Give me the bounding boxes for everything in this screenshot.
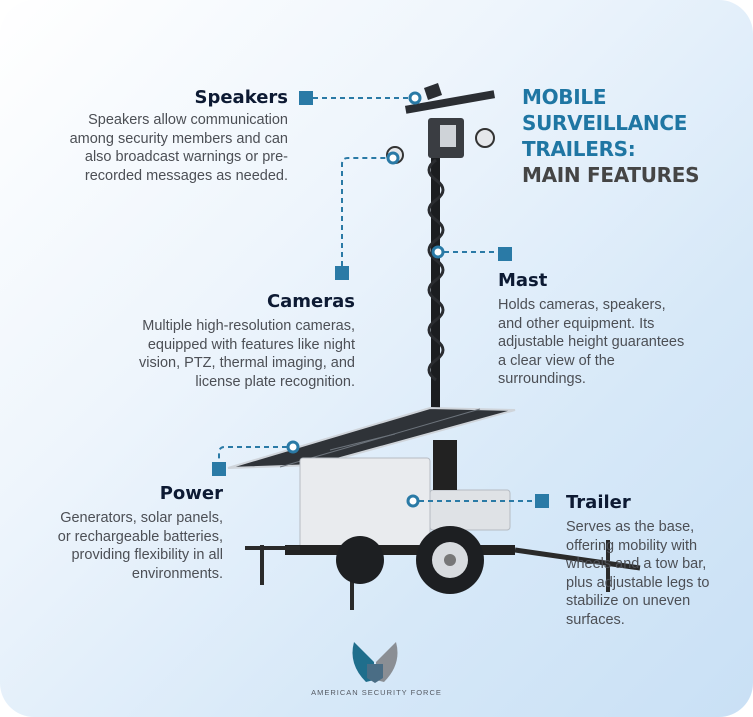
marker-circles [286,91,445,508]
feature-description: Speakers allow communication among secur… [69,112,288,184]
feature-description: Serves as the base, offering mobility wi… [566,519,710,628]
page-title: MOBILE SURVEILLANCE TRAILERS: MAIN FEATU… [522,85,700,187]
mast [427,120,445,420]
feature-heading: Cameras [266,291,355,312]
feature-description: Multiple high-resolution cameras, equipp… [139,318,355,390]
feature-heading: Power [159,483,223,504]
feature-heading: Mast [498,270,548,291]
feature-description: Holds cameras, speakers, and other equip… [498,297,685,387]
feature-power: Power Generators, solar panels, or recha… [58,483,223,583]
connector-lines [218,97,535,502]
feature-description: Generators, solar panels, or rechargeabl… [57,510,223,582]
feature-cameras: Cameras Multiple high-resolution cameras… [139,291,355,391]
solar-panel [227,406,516,469]
trailer-body [245,440,641,610]
feature-heading: Speakers [194,87,289,108]
logo-text: AMERICAN SECURITY FORCE [311,688,442,697]
logo-icon [352,642,398,683]
feature-speakers: Speakers Speakers allow communication am… [70,87,288,185]
feature-heading: Trailer [566,492,631,513]
camera-head [386,83,496,164]
feature-mast: Mast Holds cameras, speakers, and other … [498,270,684,389]
marker-squares [212,91,549,508]
wheel [336,526,484,594]
feature-trailer: Trailer Serves as the base, offering mob… [566,492,710,629]
